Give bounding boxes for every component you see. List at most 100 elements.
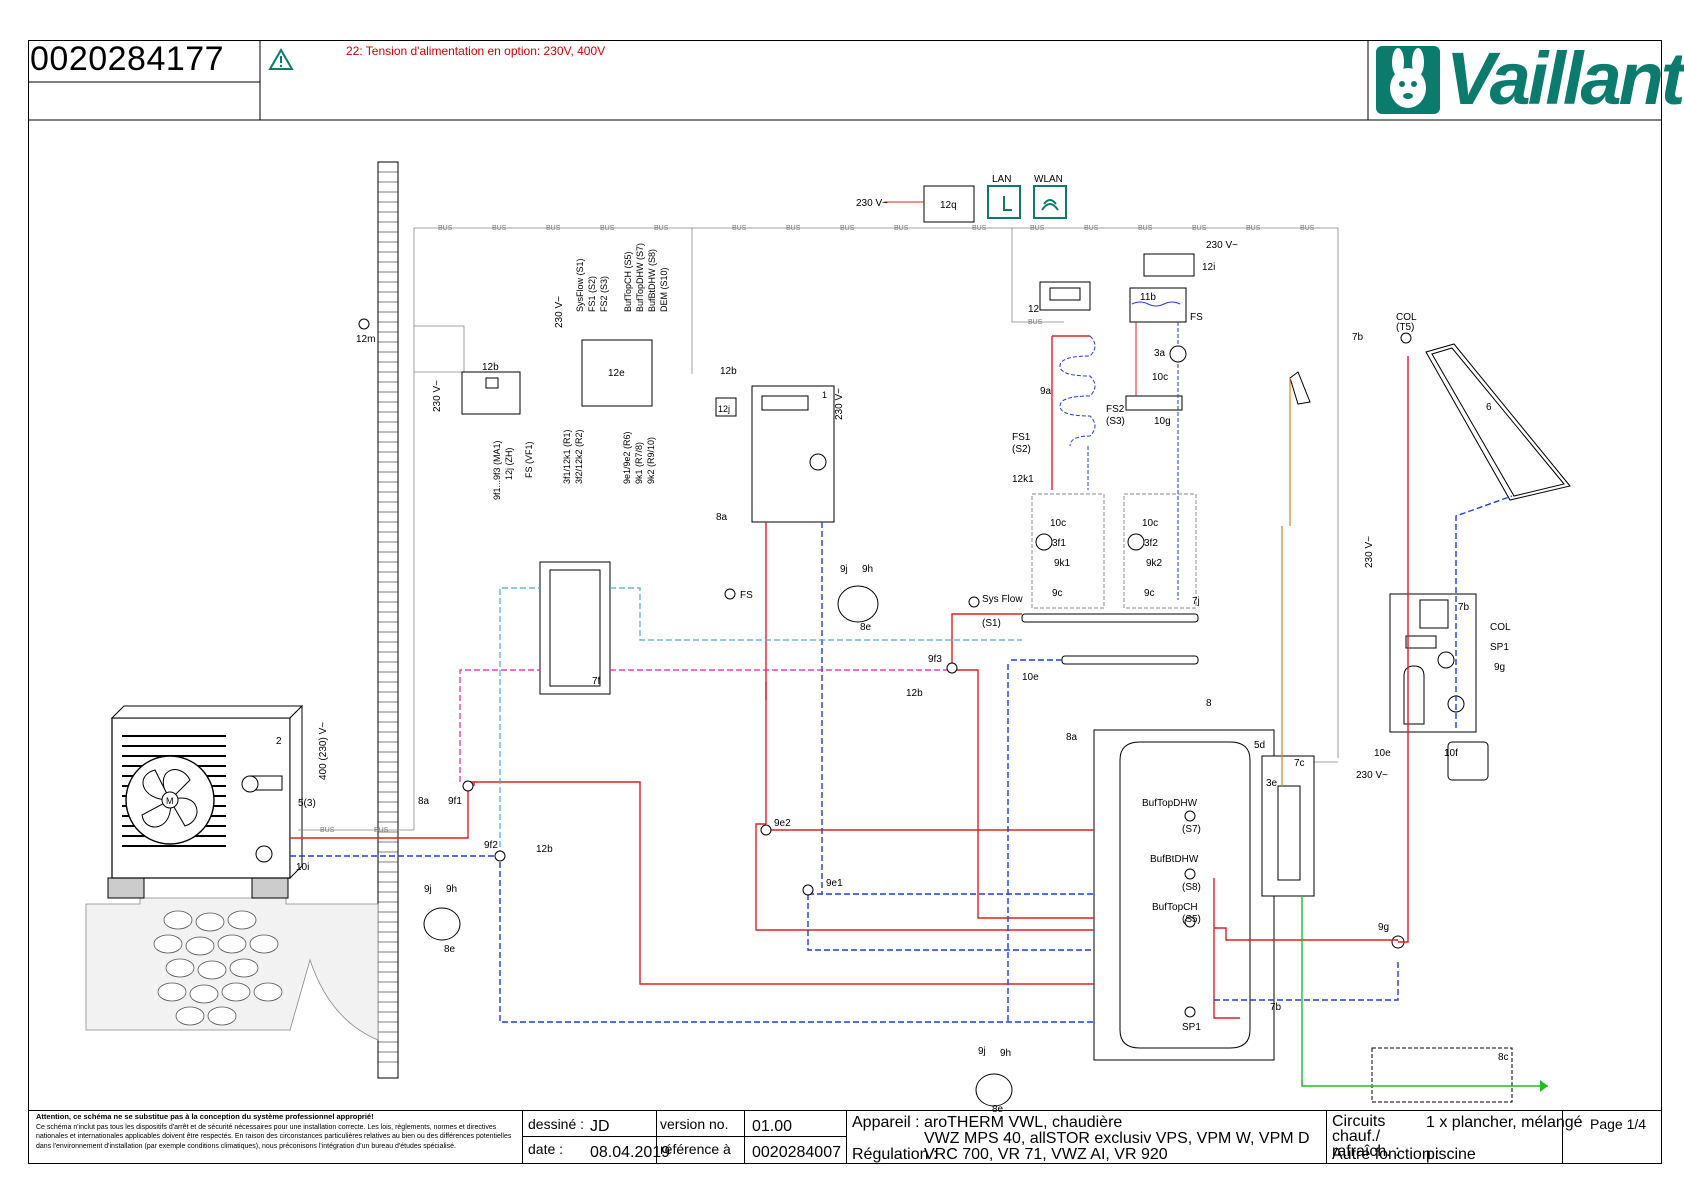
svg-text:230 V~: 230 V~ bbox=[856, 198, 888, 209]
return-pipes bbox=[290, 495, 1513, 1023]
module-12e-outputs: 3f1/12k1 (R1) 3f2/12k2 (R2) 9e1/9e2 (R6)… bbox=[562, 429, 656, 484]
brand-name: Vaillant bbox=[1446, 37, 1684, 120]
svg-text:3f2: 3f2 bbox=[1144, 538, 1158, 549]
warning-text: 22: Tension d'alimentation en option: 23… bbox=[346, 44, 606, 58]
disclaimer-title: Attention, ce schéma ne se substitue pas… bbox=[36, 1112, 374, 1121]
autre-value: piscine bbox=[1426, 1146, 1476, 1163]
svg-text:12k1: 12k1 bbox=[1012, 474, 1034, 485]
svg-text:9e1: 9e1 bbox=[826, 878, 843, 889]
module-12e-vr71: 12e 230 V~ bbox=[554, 296, 653, 407]
sensor-12m: 12m bbox=[356, 318, 375, 345]
room-controller-12: 12 bbox=[1028, 281, 1091, 315]
module-12q: 12q 230 V~ bbox=[856, 185, 975, 223]
module-12i: 12i 230 V~ bbox=[1143, 240, 1238, 277]
ground-foundation bbox=[85, 877, 379, 1041]
svg-text:BUS: BUS bbox=[1246, 225, 1261, 232]
svg-text:WLAN: WLAN bbox=[1034, 174, 1063, 185]
module-12e-input-label: FS2 (S3) bbox=[599, 276, 609, 312]
svg-text:BUS: BUS bbox=[972, 225, 987, 232]
svg-text:9c: 9c bbox=[1144, 588, 1155, 599]
drawn-value: JD bbox=[590, 1118, 610, 1135]
lan-module: LAN bbox=[987, 174, 1021, 219]
svg-text:FS: FS bbox=[740, 590, 753, 601]
svg-text:BUS: BUS bbox=[786, 225, 801, 232]
svg-text:BUS: BUS bbox=[1138, 225, 1153, 232]
svg-text:7c: 7c bbox=[1294, 758, 1305, 769]
heat-exchanger-7f: 7f bbox=[539, 561, 611, 695]
module-12e-input-label: BufTopDHW (S7) bbox=[635, 243, 645, 312]
page-number: Page 1/4 bbox=[1590, 1116, 1647, 1132]
svg-text:10e: 10e bbox=[1022, 672, 1039, 683]
svg-text:12b: 12b bbox=[720, 366, 737, 377]
svg-text:9g: 9g bbox=[1378, 922, 1389, 933]
underfloor-heating-circuits: 9a FS1 (S2) FS2 (S3) bbox=[1012, 335, 1125, 490]
building-wall bbox=[377, 161, 399, 1079]
svg-text:9e2: 9e2 bbox=[774, 818, 791, 829]
svg-text:BUS: BUS bbox=[438, 225, 453, 232]
svg-text:7b: 7b bbox=[1270, 1002, 1282, 1013]
module-12e-inputs: SysFlow (S1) FS1 (S2) FS2 (S3) BufTopCH … bbox=[575, 243, 669, 312]
svg-text:12m: 12m bbox=[356, 334, 375, 345]
svg-text:7f: 7f bbox=[592, 676, 601, 687]
svg-text:(S1): (S1) bbox=[982, 618, 1001, 629]
reference-value: 0020284007 bbox=[752, 1144, 841, 1161]
svg-text:10c: 10c bbox=[1152, 372, 1168, 383]
svg-text:9f2: 9f2 bbox=[484, 840, 498, 851]
dhw-station: 3e 7c bbox=[1261, 755, 1315, 897]
svg-text:9h: 9h bbox=[1000, 1048, 1011, 1059]
svg-text:FS1: FS1 bbox=[1012, 432, 1031, 443]
valves bbox=[462, 662, 958, 896]
svg-text:BufBtDHW: BufBtDHW bbox=[1150, 854, 1199, 865]
bus-network bbox=[298, 227, 1339, 831]
svg-text:COL: COL bbox=[1490, 622, 1511, 633]
svg-text:(S5): (S5) bbox=[1182, 914, 1201, 925]
module-12e-output-label: 3f1/12k1 (R1) bbox=[562, 429, 572, 484]
svg-text:LAN: LAN bbox=[992, 174, 1011, 185]
dhw-pipes bbox=[1281, 378, 1291, 786]
svg-text:FS: FS bbox=[1190, 312, 1203, 323]
circuits-label: Circuits chauf./ rafraîch. : bbox=[1332, 1113, 1400, 1160]
svg-text:9c: 9c bbox=[1052, 588, 1063, 599]
drawn-label: dessiné : bbox=[528, 1116, 585, 1132]
solar-station: 7b COL SP1 9g 10e 230 V~ bbox=[1364, 536, 1511, 759]
svg-text:230 V~: 230 V~ bbox=[834, 388, 845, 420]
pool-exchanger-10g: 10g 3a 10c bbox=[1125, 322, 1187, 600]
svg-text:12j: 12j bbox=[718, 404, 730, 414]
svg-text:(S2): (S2) bbox=[1012, 444, 1031, 455]
title-block bbox=[28, 1110, 1662, 1164]
svg-text:230 V~: 230 V~ bbox=[432, 380, 443, 412]
regulation-value: VRC 700, VR 71, VWZ AI, VR 920 bbox=[924, 1146, 1168, 1163]
expansion-vessel-8e-bottom: 8e 9j 9h bbox=[975, 1046, 1013, 1115]
appareil-line1: aroTHERM VWL, chaudière bbox=[924, 1114, 1123, 1131]
buffer-tank-allstor: 5d BufTopDHW (S7) BufBtDHW (S8) BufTopCH… bbox=[1066, 698, 1275, 1061]
warning-icon bbox=[268, 48, 294, 70]
svg-text:9j: 9j bbox=[978, 1046, 986, 1057]
svg-text:(S3): (S3) bbox=[1106, 416, 1125, 427]
svg-text:230 V~: 230 V~ bbox=[554, 296, 565, 328]
svg-text:BUS: BUS bbox=[1084, 225, 1099, 232]
svg-text:7j: 7j bbox=[1192, 596, 1200, 607]
svg-text:11b: 11b bbox=[1140, 292, 1156, 303]
svg-text:BUS: BUS bbox=[732, 225, 747, 232]
circuits-value: 1 x plancher, mélangé bbox=[1426, 1114, 1583, 1131]
svg-text:(S7): (S7) bbox=[1182, 824, 1201, 835]
svg-text:230 V~: 230 V~ bbox=[1356, 770, 1388, 781]
mixer-group-1: 3f1 10c 9k1 9c 12k1 bbox=[1012, 474, 1105, 609]
svg-text:9a: 9a bbox=[1040, 386, 1052, 397]
mixer-group-2: 3f2 10c 9k2 9c 7j bbox=[1123, 493, 1200, 609]
module-12e-input-label: DEM (S10) bbox=[659, 267, 669, 312]
svg-text:12b: 12b bbox=[906, 688, 923, 699]
svg-text:9g: 9g bbox=[1494, 662, 1505, 673]
svg-text:9k1: 9k1 bbox=[1054, 558, 1071, 569]
svg-text:9k2: 9k2 bbox=[1146, 558, 1163, 569]
valve-labels: 9f1 9f2 9f3 9e2 9e1 10i 5(3) 400 (230) V… bbox=[296, 654, 1388, 1013]
cold-water-inlet-8c: 8c bbox=[1301, 1047, 1548, 1103]
svg-text:8e: 8e bbox=[860, 622, 872, 633]
svg-text:COL: COL bbox=[1396, 312, 1417, 323]
svg-text:BUS: BUS bbox=[374, 827, 389, 834]
expansion-vessel-8e-left: 8e 9j 9h bbox=[423, 884, 461, 955]
autre-label: Autre fonction : bbox=[1332, 1146, 1440, 1163]
svg-text:12q: 12q bbox=[940, 200, 957, 211]
svg-text:9h: 9h bbox=[862, 564, 873, 575]
